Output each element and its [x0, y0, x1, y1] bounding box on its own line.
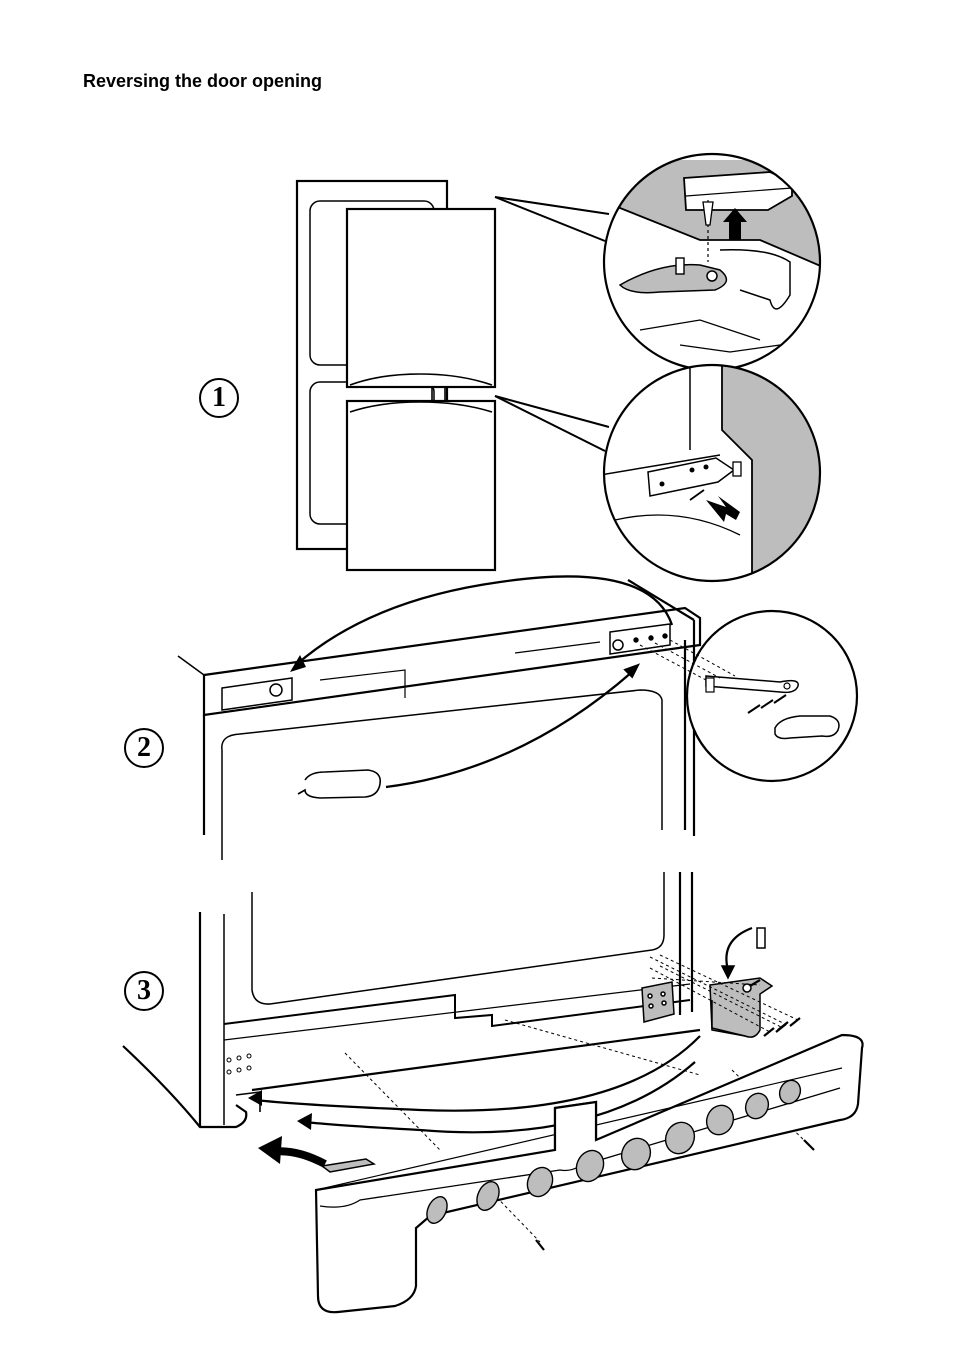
detail-top-hinge-cover: [600, 150, 830, 380]
detail-middle-hinge: [600, 360, 830, 590]
cover-block: [322, 1159, 374, 1172]
step-1-label: 1: [199, 378, 239, 418]
step-2-label: 2: [124, 728, 164, 768]
door-top-view: [178, 580, 700, 860]
hinge-plate: [642, 982, 674, 1022]
fridge-front-view: [297, 181, 495, 570]
callout-lines-1: [495, 197, 609, 451]
step-3-label: 3: [124, 971, 164, 1011]
